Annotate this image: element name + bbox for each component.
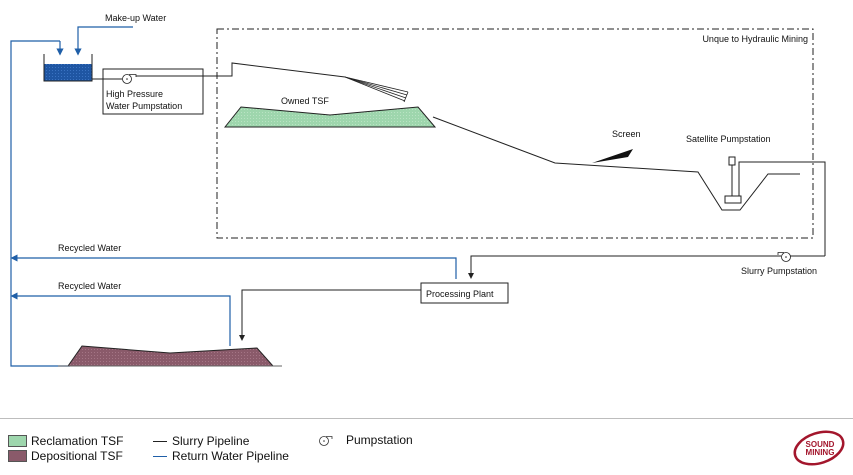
monitor-jet [344, 76, 409, 103]
return-line-swatch [153, 455, 167, 457]
processing-plant-label: Processing Plant [426, 289, 494, 299]
slurry-to-plant-2 [468, 255, 781, 279]
hp-water-line-2 [136, 62, 346, 78]
legend-slurry-pipeline: Slurry Pipeline [153, 434, 249, 448]
process-flow-diagram: Unque to Hydraulic Mining Make-up Water … [10, 13, 826, 367]
legend: Reclamation TSF Depositional TSF Slurry … [0, 418, 853, 475]
water-tank [43, 54, 93, 82]
hp-pump-icon [122, 74, 137, 84]
legend-label: Return Water Pipeline [172, 449, 289, 463]
depositional-tsf [67, 345, 275, 367]
owned-tsf [223, 106, 437, 128]
owned-tsf-label: Owned TSF [281, 96, 329, 106]
legend-return-water: Return Water Pipeline [153, 449, 289, 463]
legend-label: Pumpstation [346, 433, 413, 447]
processing-plant-box [420, 282, 509, 304]
hp-pumpstation-label-1: High Pressure [106, 89, 163, 99]
recycled-water-label-1: Recycled Water [58, 243, 121, 253]
satellite-pump [724, 156, 826, 256]
legend-pumpstation: Pumpstation [318, 433, 413, 447]
legend-label: Reclamation TSF [31, 434, 124, 448]
slurry-ground-line [432, 116, 800, 211]
region-label: Unque to Hydraulic Mining [702, 34, 808, 44]
hydraulic-mining-region [216, 28, 814, 239]
legend-label: Depositional TSF [31, 449, 123, 463]
sound-mining-logo: SOUND MINING [793, 430, 845, 466]
legend-depositional-tsf: Depositional TSF [8, 449, 123, 463]
logo-line-2: MINING [806, 448, 835, 457]
slurry-pump-icon [777, 252, 791, 262]
reclamation-swatch [8, 435, 27, 447]
satellite-pumpstation-label: Satellite Pumpstation [686, 134, 771, 144]
depositional-swatch [8, 450, 27, 462]
return-water-pipeline [10, 26, 457, 367]
slurry-pumpstation-label: Slurry Pumpstation [741, 266, 817, 276]
recycled-water-label-2: Recycled Water [58, 281, 121, 291]
pump-icon [319, 436, 333, 446]
screen [592, 149, 633, 163]
screen-label: Screen [612, 129, 641, 139]
logo-line-1: SOUND [806, 440, 835, 449]
hp-pumpstation-box [102, 68, 204, 115]
slurry-to-depositional [239, 289, 421, 341]
legend-reclamation-tsf: Reclamation TSF [8, 434, 123, 448]
slurry-line-swatch [153, 440, 167, 442]
hp-pumpstation-label-2: Water Pumpstation [106, 101, 182, 111]
makeup-water-label: Make-up Water [105, 13, 166, 23]
legend-label: Slurry Pipeline [172, 434, 250, 448]
